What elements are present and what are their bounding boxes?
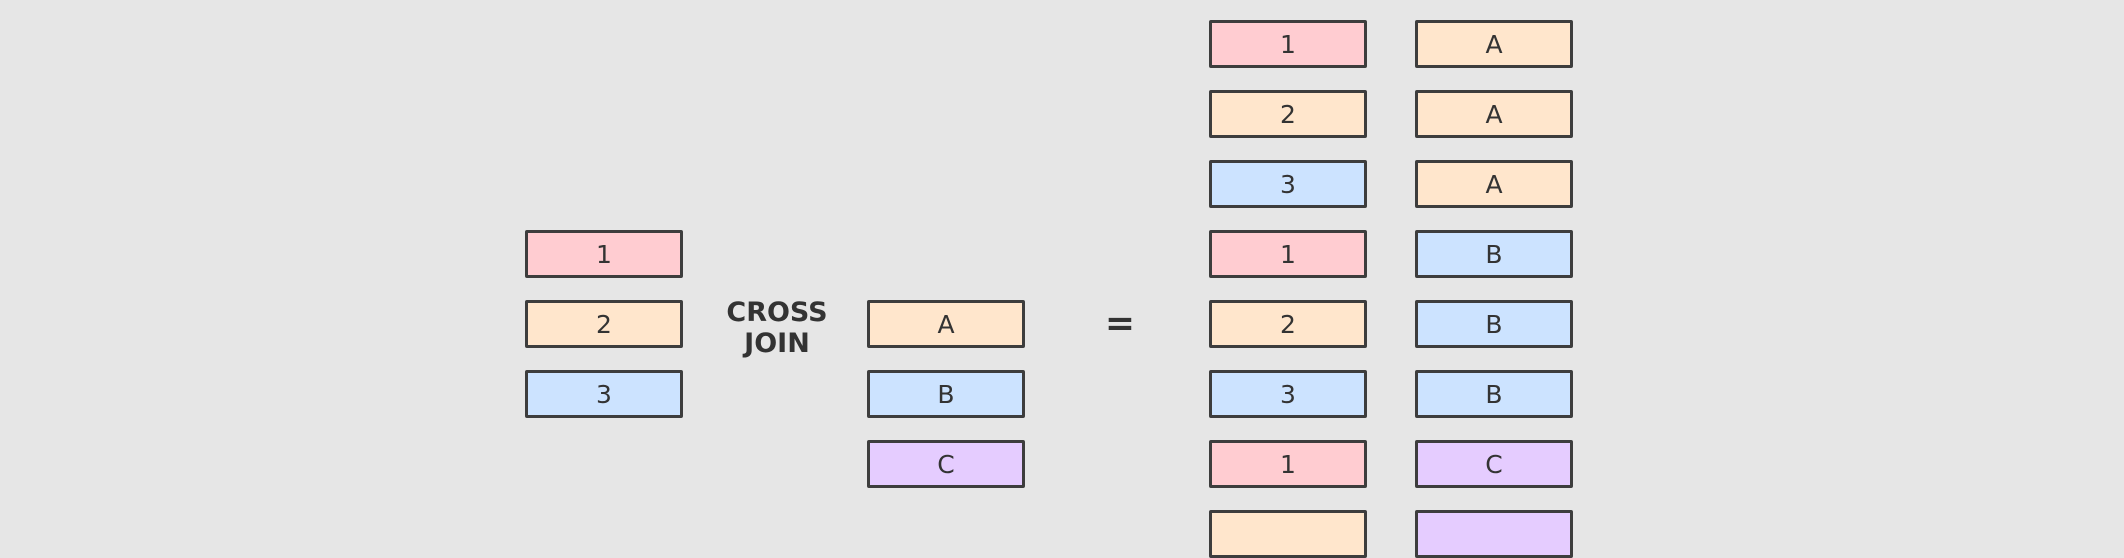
result-number-cell: 2 bbox=[1209, 90, 1367, 138]
left-table-cell: 1 bbox=[525, 230, 683, 278]
result-number-cell: 1 bbox=[1209, 20, 1367, 68]
result-letter-cell bbox=[1415, 510, 1573, 558]
cross-join-line-1: CROSS bbox=[726, 297, 828, 328]
result-letter-cell: A bbox=[1415, 160, 1573, 208]
result-number-cell: 3 bbox=[1209, 370, 1367, 418]
result-letter-cell: A bbox=[1415, 90, 1573, 138]
cross-join-line-2: JOIN bbox=[744, 328, 810, 359]
result-letter-cell: B bbox=[1415, 370, 1573, 418]
result-number-cell: 1 bbox=[1209, 230, 1367, 278]
right-table-cell: B bbox=[867, 370, 1025, 418]
result-letter-cell: B bbox=[1415, 300, 1573, 348]
left-table-cell: 3 bbox=[525, 370, 683, 418]
cross-join-label: CROSS JOIN bbox=[712, 297, 842, 359]
result-number-cell: 3 bbox=[1209, 160, 1367, 208]
result-letter-cell: A bbox=[1415, 20, 1573, 68]
result-number-cell: 2 bbox=[1209, 300, 1367, 348]
result-number-cell: 1 bbox=[1209, 440, 1367, 488]
right-table-cell: A bbox=[867, 300, 1025, 348]
equals-sign: = bbox=[1104, 303, 1136, 344]
left-table-cell: 2 bbox=[525, 300, 683, 348]
result-letter-cell: C bbox=[1415, 440, 1573, 488]
result-number-cell bbox=[1209, 510, 1367, 558]
right-table-cell: C bbox=[867, 440, 1025, 488]
result-letter-cell: B bbox=[1415, 230, 1573, 278]
